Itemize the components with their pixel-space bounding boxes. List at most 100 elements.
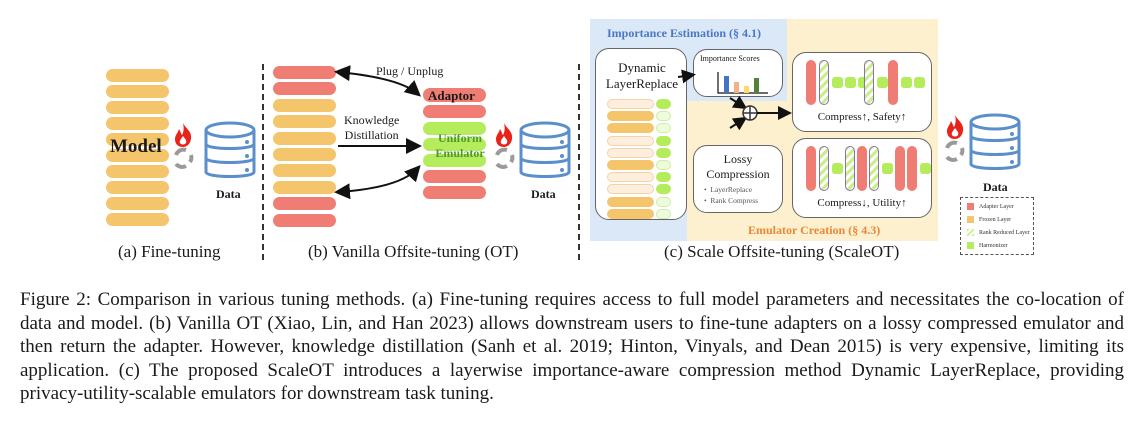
frozen-layer	[106, 213, 169, 226]
frozen-layer	[273, 98, 336, 112]
legend-swatch	[967, 203, 974, 210]
fire-icon	[175, 123, 192, 147]
sync-cycle-icon	[174, 147, 194, 169]
frozen-layer	[273, 131, 336, 145]
harmonizer	[914, 77, 925, 88]
layer	[607, 147, 654, 158]
data-label: Data	[531, 187, 556, 201]
harmonizer-slot	[656, 147, 671, 158]
dynamic-line2: LayerReplace	[605, 76, 679, 91]
bullet-item: • LayerReplace	[704, 185, 753, 194]
flow-arrows	[677, 69, 792, 131]
lossy-compression-label: Lossy Compression	[693, 152, 783, 182]
harmonizer-slot	[656, 123, 671, 134]
harmonizer	[901, 77, 912, 88]
figure-caption: Figure 2: Comparison in various tuning m…	[20, 289, 1124, 404]
divider	[262, 64, 264, 260]
frozen-layer	[106, 85, 169, 98]
adapter-layer	[273, 213, 336, 227]
layer	[607, 208, 654, 219]
frozen-layer	[273, 180, 336, 194]
legend-label: Frozen Layer	[979, 216, 1012, 223]
bullet-text: Rank Compress	[710, 196, 759, 205]
frozen-layer	[273, 164, 336, 178]
plug-unplug-arrows	[334, 65, 422, 200]
kd-line1: Knowledge	[344, 113, 400, 127]
sync-cycle-icon	[495, 147, 515, 169]
harmonizer	[858, 77, 869, 88]
legend-label: Adapter Layer	[979, 203, 1014, 210]
plug-unplug-label: Plug / Unplug	[376, 64, 444, 78]
layer	[607, 160, 654, 170]
layer	[607, 172, 654, 183]
chart-axes	[717, 72, 768, 94]
legend-item-rank-reduced: Rank Reduced Layer	[967, 229, 1030, 236]
lossy-line2: Compression	[706, 167, 770, 181]
importance-bar	[744, 86, 749, 93]
adaptor-layer	[423, 88, 486, 102]
importance-bar	[734, 82, 739, 93]
divider	[578, 64, 580, 260]
harmonizer	[832, 77, 843, 88]
caption-scale-ot: (c) Scale Offsite-tuning (ScaleOT)	[664, 242, 900, 261]
bullet-item: • Rank Compress	[704, 196, 759, 205]
frozen-layer	[273, 115, 336, 129]
emulator-line2: Emulator	[435, 146, 485, 160]
importance-bar	[754, 78, 759, 93]
fire-icon	[496, 123, 513, 147]
frozen-layer	[106, 197, 169, 210]
adaptor-label: Adaptor	[428, 88, 475, 103]
harmonizer-slot	[656, 184, 671, 195]
caption-fine-tuning: (a) Fine-tuning	[118, 242, 221, 261]
lossy-bullets: • LayerReplace • Rank Compress	[704, 184, 758, 206]
rank-reduced-layer	[869, 146, 879, 191]
legend-swatch	[967, 242, 974, 249]
fire-icon	[947, 115, 964, 139]
harmonizer	[882, 163, 893, 174]
adapter-layer	[857, 146, 867, 191]
sync-cycle-icon	[945, 140, 965, 162]
harmonizer	[920, 163, 931, 174]
importance-scores-title: Importance Scores	[700, 54, 760, 63]
harmonizer	[832, 163, 843, 174]
frozen-layer	[106, 101, 169, 114]
frozen-layer	[106, 69, 169, 82]
emulator-layer	[423, 138, 486, 151]
legend-label: Harmonizer	[979, 242, 1008, 249]
knowledge-distillation-label: Knowledge Distillation	[344, 113, 399, 143]
frozen-layer	[273, 148, 336, 161]
data-label: Data	[216, 187, 241, 201]
emulator-line1: Uniform	[438, 131, 482, 145]
adapter-layer	[273, 82, 336, 96]
layer	[607, 123, 654, 134]
frozen-layer	[106, 117, 169, 130]
adapter-layer	[806, 146, 816, 191]
adapter-layer	[895, 146, 905, 191]
harmonizer-slot	[656, 111, 671, 122]
data-label: Data	[983, 180, 1008, 194]
adapter-layer	[423, 105, 486, 118]
layer	[607, 184, 654, 195]
database-icon	[204, 121, 256, 178]
adapter-layer	[273, 66, 336, 79]
harmonizer-slot	[656, 172, 671, 183]
adapter-layer	[273, 197, 336, 211]
layer	[607, 135, 654, 146]
legend-item-frozen: Frozen Layer	[967, 216, 1011, 223]
layer	[607, 196, 654, 207]
layer	[607, 111, 654, 122]
rank-reduced-layer	[819, 60, 829, 105]
emulator-creation-title: Emulator Creation (§ 4.3)	[748, 223, 881, 237]
adapter-layer	[806, 60, 816, 105]
harmonizer-slot	[656, 196, 671, 207]
adapter-layer	[907, 146, 917, 191]
kd-line2: Distillation	[344, 128, 399, 142]
layer	[607, 99, 654, 109]
lossy-line1: Lossy	[723, 152, 753, 166]
lossy-compression-box	[693, 145, 783, 213]
adapter-layer	[888, 60, 898, 105]
importance-bar	[724, 76, 729, 93]
importance-scores-chart	[717, 72, 768, 94]
dynamic-line1: Dynamic	[618, 60, 666, 75]
adapter-layer	[423, 170, 486, 183]
